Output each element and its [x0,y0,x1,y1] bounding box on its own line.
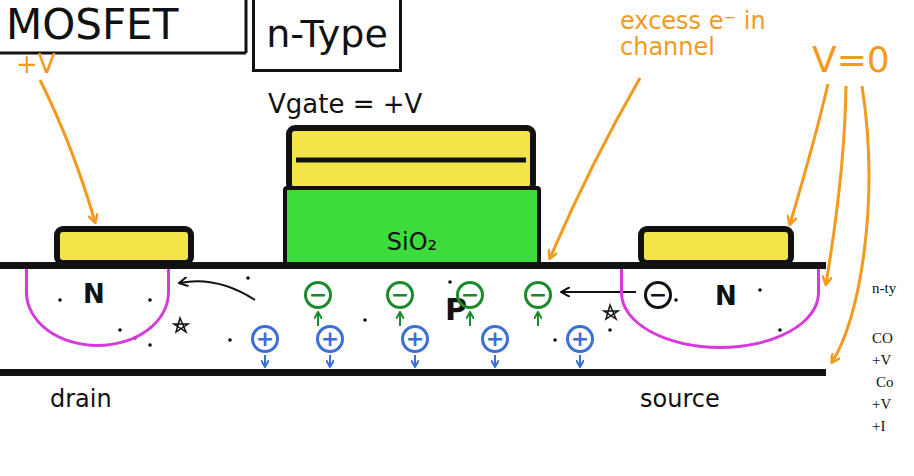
gate-voltage-label: Vgate = +V [268,90,422,119]
substrate-band: PNN−−−−−+++++ [0,262,826,376]
cut-off-text: Co [876,374,894,391]
cut-off-text: +V [872,396,891,413]
cut-off-text: +I [872,418,885,435]
n-region: N [25,269,170,347]
charge-sign: − [309,284,327,306]
node-text: n-Type [266,15,388,53]
charge-sign: − [529,284,547,306]
cut-off-text: +V [872,352,891,369]
callout-note: excess e⁻ in channel [620,8,780,61]
node-text: SiO₂ [387,230,437,254]
charge-sign: + [486,328,504,350]
charge-circle: + [481,325,509,353]
charge-sign: − [649,284,667,306]
type-box: n-Type [252,0,402,72]
cut-off-text: CO [872,330,893,347]
charge-sign: − [461,284,479,306]
charge-circle: − [644,281,672,309]
charge-circle: − [386,281,414,309]
charge-sign: + [571,328,589,350]
terminal-label: source [640,386,720,412]
voltage-label: V=0 [812,40,890,80]
charge-circle: − [304,281,332,309]
charge-circle: − [524,281,552,309]
cut-off-text: n-ty [872,280,896,297]
charge-circle: + [566,325,594,353]
region-letter: N [83,281,105,307]
charge-sign: − [391,284,409,306]
charge-circle: + [401,325,429,353]
n-region: N− [620,269,820,349]
charge-circle: − [456,281,484,309]
diagram-title: MOSFET [6,2,178,48]
voltage-label: +V [16,50,56,79]
oxide-layer: SiO₂ [283,186,541,266]
charge-sign: + [406,328,424,350]
region-letter: N [715,283,737,309]
charge-sign: + [321,328,339,350]
terminal-label: drain [50,386,112,412]
charge-sign: + [256,328,274,350]
charge-circle: + [316,325,344,353]
charge-circle: + [251,325,279,353]
